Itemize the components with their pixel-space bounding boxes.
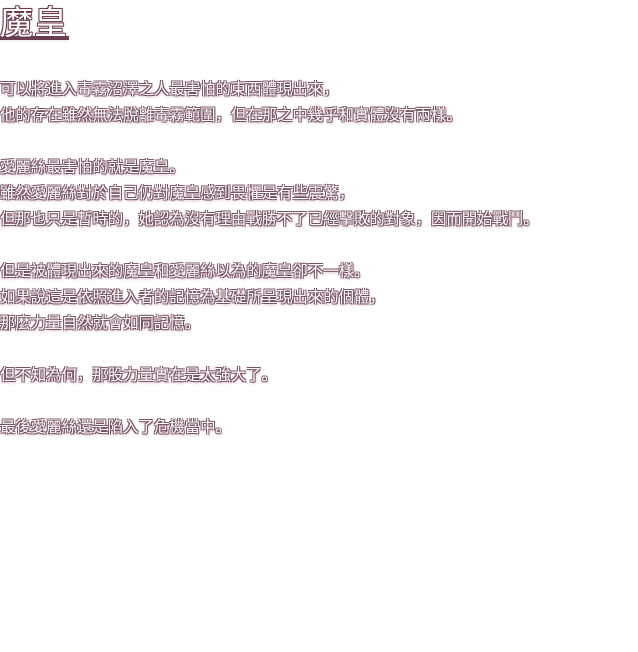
text-line: 如果說這是依照進入者的記憶為基礎所呈現出來的個體， (0, 288, 385, 306)
paragraph-3: 但是被體現出來的魔皇和愛麗絲以為的魔皇卻不一樣。 如果說這是依照進入者的記憶為基… (0, 258, 638, 336)
body-text: 可以將進入毒霧沼澤之人最害怕的東西體現出來， 他的存在雖然無法脫離毒霧範圍，但在… (0, 76, 638, 466)
text-line: 他的存在雖然無法脫離毒霧範圍，但在那之中幾乎和實體沒有兩樣。 (0, 106, 462, 124)
text-line: 但是被體現出來的魔皇和愛麗絲以為的魔皇卻不一樣。 (0, 262, 370, 280)
text-line: 最後愛麗絲還是陷入了危機當中。 (0, 418, 231, 436)
text-line: 愛麗絲最害怕的就是魔皇。 (0, 158, 185, 176)
text-line: 但那也只是暫時的，她認為沒有理由戰勝不了已經擊敗的對象，因而開始戰鬥。 (0, 210, 539, 228)
paragraph-1: 可以將進入毒霧沼澤之人最害怕的東西體現出來， 他的存在雖然無法脫離毒霧範圍，但在… (0, 76, 638, 128)
page-title: 魔皇 (0, 3, 68, 42)
paragraph-2: 愛麗絲最害怕的就是魔皇。 雖然愛麗絲對於自己仍對魔皇感到畏懼是有些震驚， 但那也… (0, 154, 638, 232)
text-line: 可以將進入毒霧沼澤之人最害怕的東西體現出來， (0, 80, 339, 98)
text-line: 但不知為何，那股力量實在是太強大了。 (0, 366, 278, 384)
text-line: 那麼力量自然就會如同記憶。 (0, 314, 201, 332)
text-line: 雖然愛麗絲對於自己仍對魔皇感到畏懼是有些震驚， (0, 184, 354, 202)
paragraph-4: 但不知為何，那股力量實在是太強大了。 (0, 362, 638, 388)
paragraph-5: 最後愛麗絲還是陷入了危機當中。 (0, 414, 638, 440)
